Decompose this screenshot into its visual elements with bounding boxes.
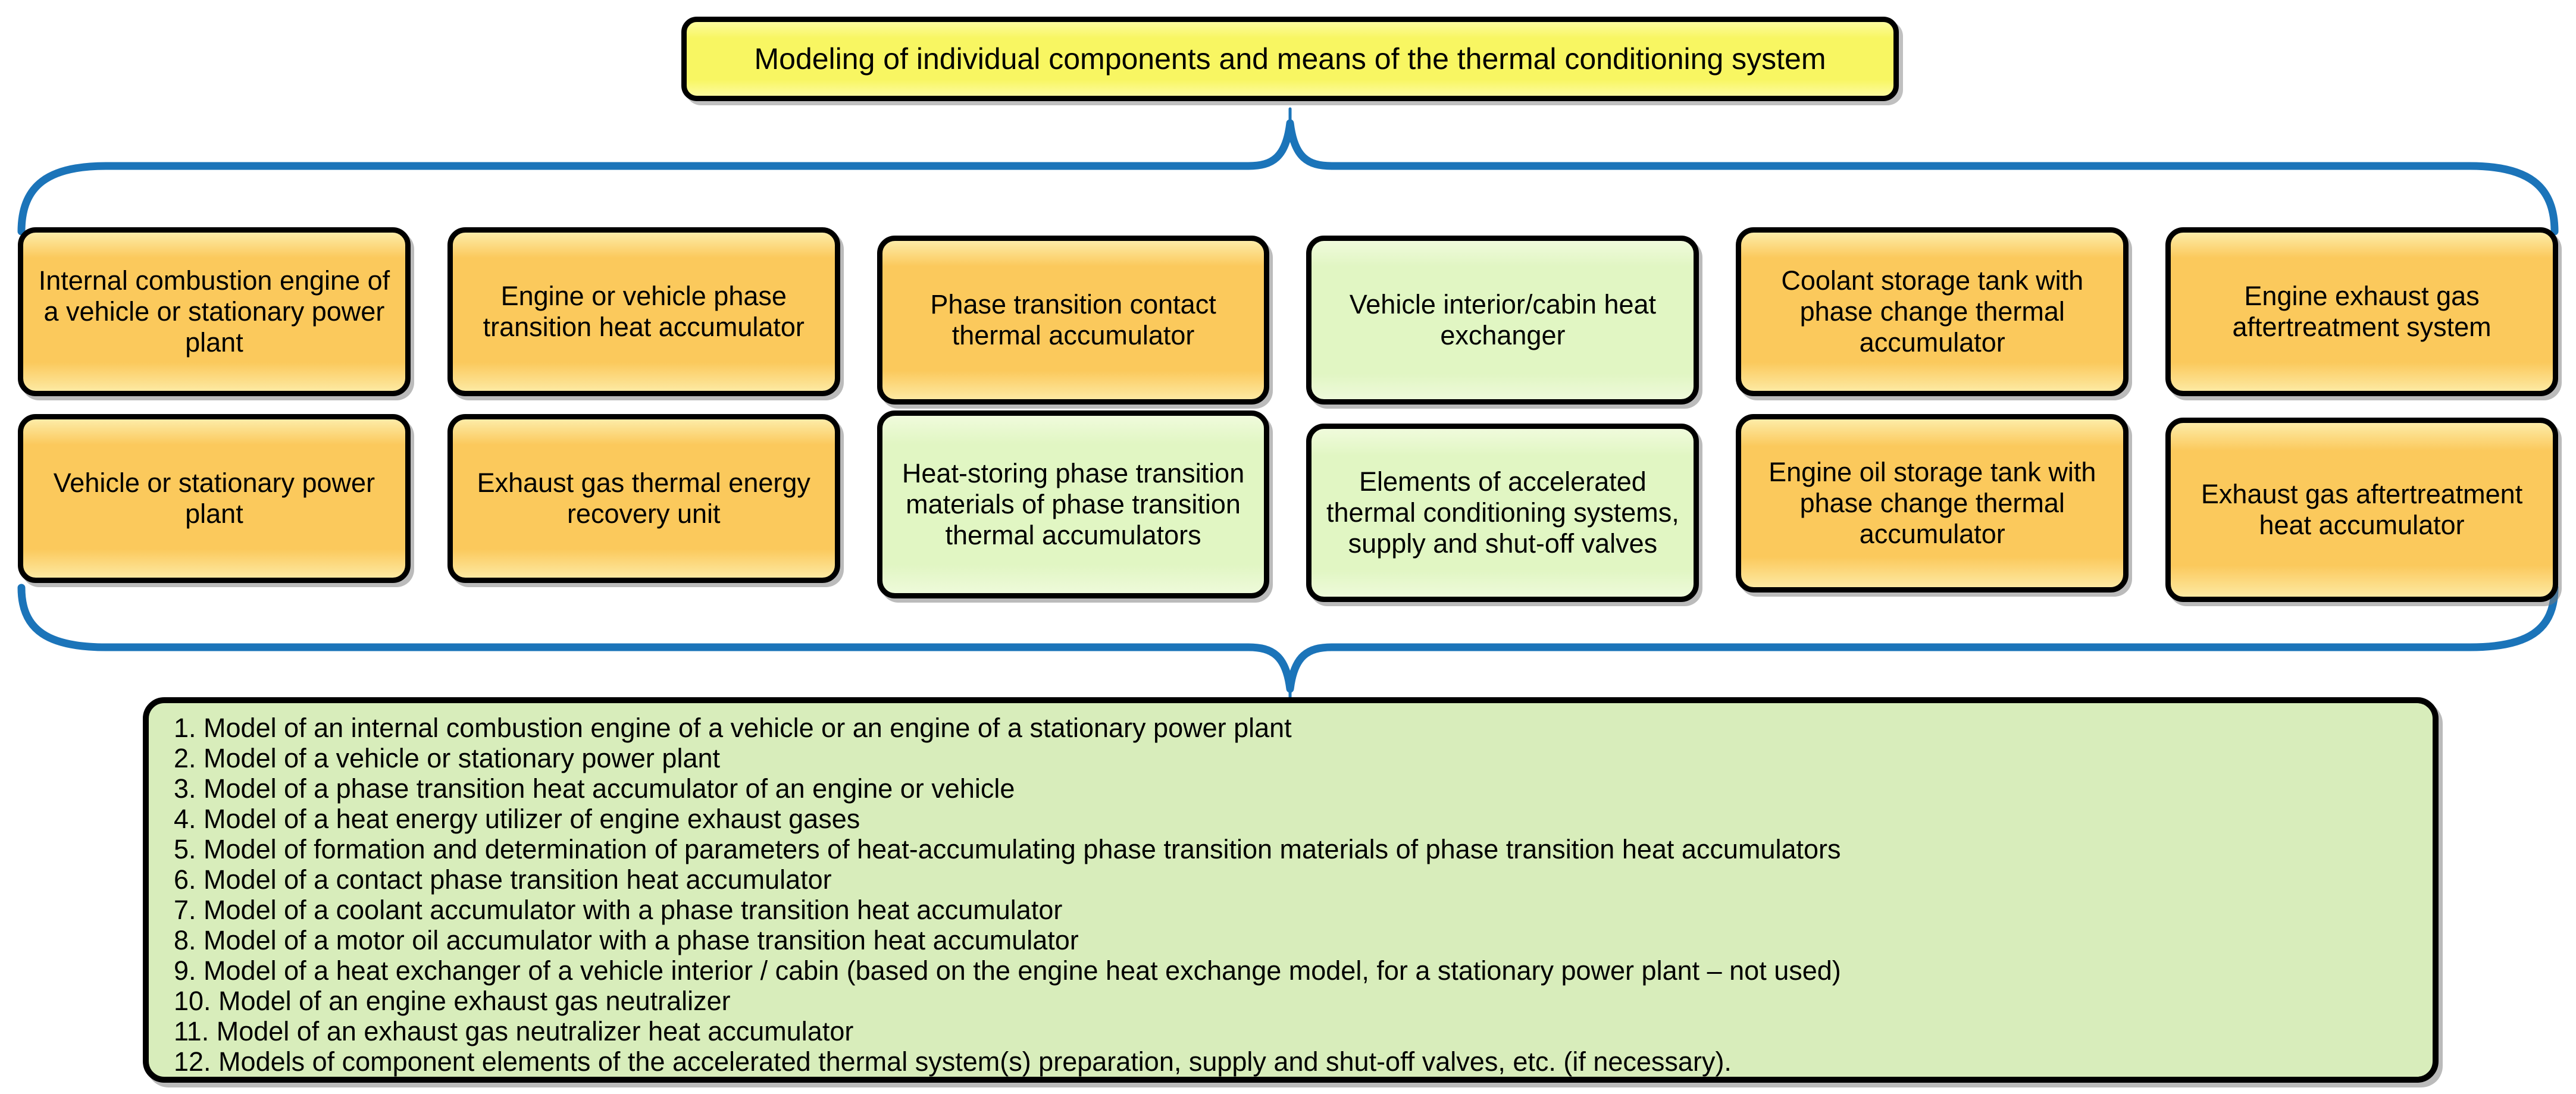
component-box: Elements of accelerated thermal conditio… [1306, 424, 1699, 602]
component-box: Vehicle interior/cabin heat exchanger [1306, 236, 1699, 405]
top-brace-curve [17, 119, 2559, 236]
list-item: 2. Model of a vehicle or stationary powe… [174, 743, 720, 773]
list-item: 6. Model of a contact phase transition h… [174, 864, 832, 895]
title-box: Modeling of individual components and me… [681, 17, 1899, 101]
model-list-box: 1. Model of an internal combustion engin… [143, 697, 2439, 1083]
list-item: 7. Model of a coolant accumulator with a… [174, 895, 1063, 925]
list-item: 11. Model of an exhaust gas neutralizer … [174, 1016, 854, 1046]
list-item: 3. Model of a phase transition heat accu… [174, 773, 1015, 804]
list-item: 1. Model of an internal combustion engin… [174, 713, 1292, 743]
bottom-brace-curve [17, 584, 2559, 693]
component-box: Engine oil storage tank with phase chang… [1736, 414, 2129, 593]
component-box: Heat-storing phase transition materials … [877, 410, 1270, 598]
top-brace [17, 107, 2559, 236]
list-item: 4. Model of a heat energy utilizer of en… [174, 804, 860, 834]
component-box: Coolant storage tank with phase change t… [1736, 227, 2129, 396]
list-item: 8. Model of a motor oil accumulator with… [174, 925, 1079, 955]
list-item: 10. Model of an engine exhaust gas neutr… [174, 986, 731, 1016]
list-item: 12. Models of component elements of the … [174, 1046, 1732, 1077]
component-box: Vehicle or stationary power plant [18, 414, 411, 583]
component-box: Exhaust gas thermal energy recovery unit [447, 414, 840, 583]
component-box: Engine or vehicle phase transition heat … [447, 227, 840, 396]
list-item: 9. Model of a heat exchanger of a vehicl… [174, 955, 1841, 986]
component-box: Phase transition contact thermal accumul… [877, 236, 1270, 405]
list-item: 5. Model of formation and determination … [174, 834, 1841, 864]
component-box: Internal combustion engine of a vehicle … [18, 227, 411, 396]
component-grid: Internal combustion engine of a vehicle … [18, 227, 2558, 602]
component-box: Engine exhaust gas aftertreatment system [2165, 227, 2558, 396]
component-box: Exhaust gas aftertreatment heat accumula… [2165, 418, 2558, 602]
diagram-title: Modeling of individual components and me… [754, 42, 1826, 76]
